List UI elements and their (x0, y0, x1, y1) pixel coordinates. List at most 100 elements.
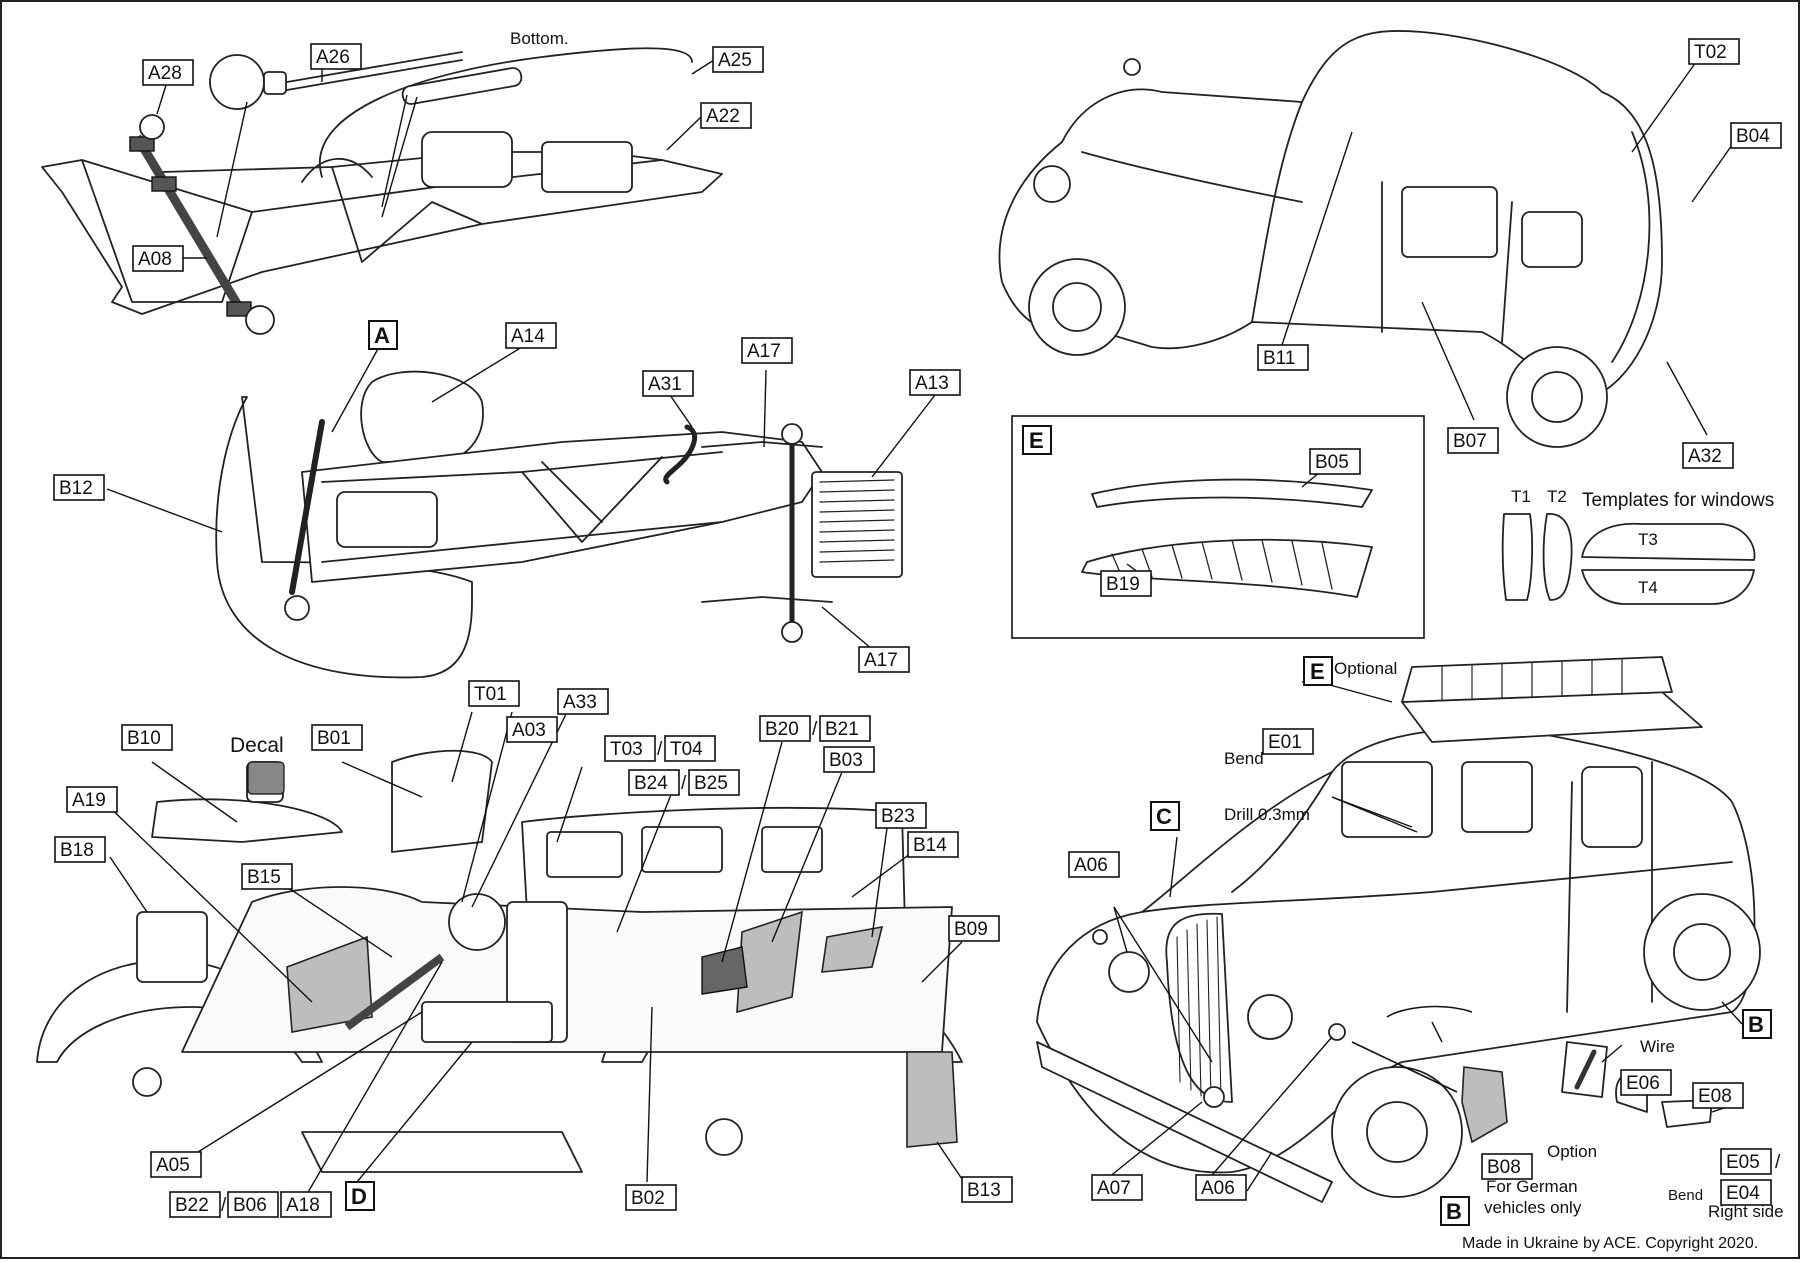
part-t01: T01 (468, 680, 520, 707)
template-t3-shape (1581, 522, 1756, 561)
part-a07: A07 (1091, 1174, 1143, 1201)
svg-text:B04: B04 (1736, 126, 1770, 147)
part-b18: B18 (54, 836, 106, 863)
part-t04: T04 (664, 735, 716, 762)
svg-text:E04: E04 (1726, 1183, 1760, 1204)
part-b03: B03 (823, 746, 875, 773)
svg-text:B18: B18 (60, 840, 94, 861)
template-t4-label: T4 (1638, 578, 1658, 597)
svg-text:B10: B10 (127, 728, 161, 749)
svg-text:B09: B09 (954, 919, 988, 940)
part-a14: A14 (505, 322, 557, 349)
svg-text:E06: E06 (1626, 1073, 1660, 1094)
part-a32: A32 (1682, 442, 1734, 469)
part-b25: B25 (688, 769, 740, 796)
part-b13: B13 (961, 1176, 1013, 1203)
part-b07: B07 (1447, 427, 1499, 454)
svg-text:B11: B11 (1263, 348, 1295, 369)
svg-text:B20: B20 (765, 719, 799, 740)
svg-text:B22: B22 (175, 1195, 209, 1216)
svg-text:T02: T02 (1694, 42, 1727, 63)
svg-text:A14: A14 (511, 326, 545, 347)
svg-text:E05: E05 (1726, 1152, 1760, 1173)
svg-text:B: B (1446, 1199, 1462, 1224)
drill-note: Drill 0.3mm (1224, 805, 1310, 824)
svg-text:B15: B15 (247, 867, 281, 888)
svg-text:A18: A18 (286, 1195, 320, 1216)
part-b19: B19 (1100, 570, 1152, 597)
svg-text:A26: A26 (316, 47, 350, 68)
car-rear-leaders (1281, 61, 1733, 436)
part-b11: B11 (1257, 344, 1309, 371)
template-t2-shape (1542, 513, 1573, 601)
part-a05: A05 (150, 1151, 202, 1178)
template-t3-label: T3 (1638, 530, 1658, 549)
chassis-leaders (106, 346, 936, 650)
part-b06: B06 (227, 1191, 279, 1218)
part-b01: B01 (311, 724, 363, 751)
part-b04: B04 (1730, 122, 1782, 149)
part-e04: E04 (1720, 1179, 1772, 1206)
svg-text:B01: B01 (317, 728, 351, 749)
section-letter-b-bottom: B (1440, 1196, 1470, 1226)
svg-text:A31: A31 (648, 374, 682, 395)
template-t2-label: T2 (1547, 487, 1567, 506)
svg-text:E: E (1029, 428, 1044, 453)
german-note-line2: vehicles only (1484, 1198, 1582, 1217)
part-a13: A13 (909, 369, 961, 396)
svg-text:B25: B25 (694, 773, 728, 794)
svg-text:B14: B14 (913, 835, 947, 856)
part-a19: A19 (66, 786, 118, 813)
svg-text:E01: E01 (1268, 732, 1302, 753)
svg-text:B02: B02 (631, 1188, 665, 1209)
svg-text:A: A (374, 323, 390, 348)
body-interior-drawing (36, 749, 963, 1173)
section-letter-e-roof: E (1303, 656, 1333, 686)
svg-text:A06: A06 (1201, 1178, 1235, 1199)
svg-text:B08: B08 (1487, 1157, 1521, 1178)
svg-text:B: B (1748, 1012, 1764, 1037)
decal-image (247, 761, 285, 795)
roof-rack-panel (1011, 415, 1425, 639)
part-a17-bottom: A17 (858, 646, 910, 673)
part-t03: T03 (604, 735, 656, 762)
car-rear-view-drawing (998, 30, 1663, 448)
svg-text:A25: A25 (718, 50, 752, 71)
section-letter-c: C (1150, 801, 1180, 831)
svg-text:B24: B24 (634, 773, 668, 794)
part-a08: A08 (132, 245, 184, 272)
t03-t04-slash: / (657, 739, 663, 760)
part-a22: A22 (700, 102, 752, 129)
part-b14: B14 (907, 831, 959, 858)
part-a31: A31 (642, 370, 694, 397)
part-b24: B24 (628, 769, 680, 796)
svg-text:T01: T01 (474, 684, 507, 705)
part-b12: B12 (53, 474, 105, 501)
part-b05: B05 (1309, 448, 1361, 475)
b20-b21-slash: / (812, 719, 818, 740)
svg-text:B03: B03 (829, 750, 863, 771)
body-interior-leaders (101, 711, 963, 1195)
svg-text:A33: A33 (563, 692, 597, 713)
right-side-note: Right side (1708, 1202, 1784, 1221)
svg-text:B13: B13 (967, 1180, 1001, 1201)
svg-text:T03: T03 (610, 739, 643, 760)
b24-b25-slash: / (681, 773, 687, 794)
svg-text:B05: B05 (1315, 452, 1349, 473)
svg-text:B19: B19 (1106, 574, 1140, 595)
svg-text:A07: A07 (1097, 1178, 1131, 1199)
part-b02: B02 (625, 1184, 677, 1211)
svg-text:A32: A32 (1688, 446, 1722, 467)
b22-b06-slash: / (221, 1195, 227, 1216)
part-b10: B10 (121, 724, 173, 751)
svg-text:B06: B06 (233, 1195, 267, 1216)
svg-text:A17: A17 (747, 341, 781, 362)
part-b23: B23 (875, 802, 927, 829)
svg-text:A19: A19 (72, 790, 106, 811)
template-t1-shape (1501, 513, 1534, 601)
svg-text:A06: A06 (1074, 855, 1108, 876)
part-a06-bottom: A06 (1195, 1174, 1247, 1201)
bottom-view-title: Bottom. (510, 29, 569, 48)
svg-text:A17: A17 (864, 650, 898, 671)
